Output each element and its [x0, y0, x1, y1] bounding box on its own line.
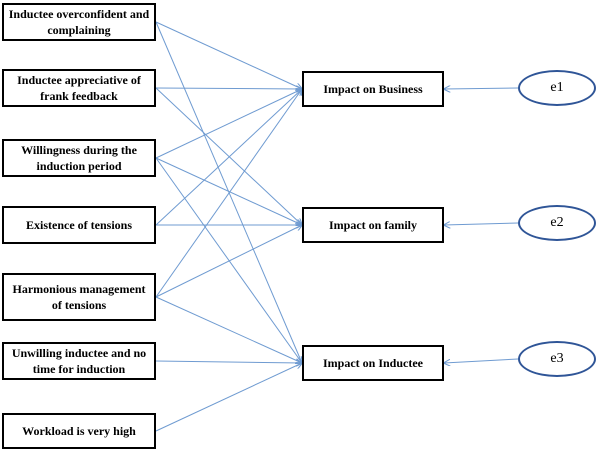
input-box-unwilling-inductee: Unwilling inductee and no time for induc…: [2, 342, 156, 380]
input-box-inductee-overconfident: Inductee overconfident and complaining: [2, 3, 156, 41]
outcome-label: Impact on Business: [323, 82, 423, 96]
path-arrow: [155, 89, 302, 159]
input-label: Existence of tensions: [26, 218, 132, 232]
input-label: Inductee appreciative of frank feedback: [17, 73, 141, 103]
path-arrow: [155, 225, 302, 298]
error-arrow: [444, 223, 519, 225]
error-arrow: [444, 88, 519, 89]
input-label: Harmonious management of tensions: [12, 282, 146, 312]
path-arrow: [155, 157, 302, 225]
path-arrow: [155, 361, 302, 363]
error-label: e3: [550, 351, 564, 366]
error-term-e3: e3: [518, 341, 596, 377]
outcome-box-impact-on-family: Impact on family: [302, 207, 444, 243]
outcome-label: Impact on Inductee: [322, 356, 423, 370]
path-arrow: [155, 21, 302, 89]
path-arrow: [155, 89, 302, 226]
input-label: Unwilling inductee and no time for induc…: [11, 346, 147, 376]
input-label: Inductee overconfident and complaining: [8, 7, 150, 37]
outcome-box-impact-on-business: Impact on Business: [302, 71, 444, 107]
error-term-e1: e1: [518, 70, 596, 106]
path-arrow: [155, 296, 302, 363]
error-label: e1: [550, 80, 564, 95]
input-box-willingness: Willingness during the induction period: [2, 139, 156, 177]
input-box-existence-of-tensions: Existence of tensions: [2, 206, 156, 244]
input-box-inductee-appreciative: Inductee appreciative of frank feedback: [2, 69, 156, 107]
outcome-label: Impact on family: [329, 218, 417, 232]
error-term-e2: e2: [518, 205, 596, 241]
outcome-box-impact-on-inductee: Impact on Inductee: [302, 345, 444, 381]
error-label: e2: [550, 215, 564, 230]
input-box-workload: Workload is very high: [2, 413, 156, 449]
path-arrow: [155, 88, 302, 89]
input-box-harmonious-management: Harmonious management of tensions: [2, 273, 156, 321]
input-label: Willingness during the induction period: [21, 143, 137, 173]
path-arrow: [155, 89, 302, 298]
input-label: Workload is very high: [22, 424, 136, 438]
path-arrow: [155, 363, 302, 432]
error-arrow: [444, 358, 519, 363]
